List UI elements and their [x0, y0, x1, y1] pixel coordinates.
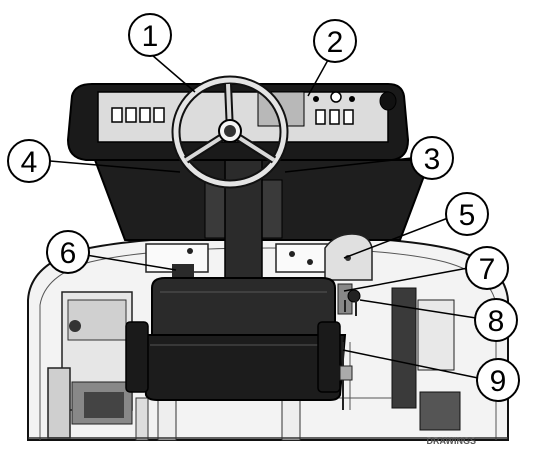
callout-3: 3 [410, 136, 454, 180]
callout-9-label: 9 [490, 365, 507, 398]
callout-8-label: 8 [488, 305, 505, 338]
callouts: 1 2 3 4 5 6 7 8 [7, 13, 520, 402]
leader-line-2 [307, 59, 329, 97]
callout-4-label: 4 [21, 146, 38, 179]
dashboard [66, 83, 410, 161]
callout-8: 8 [474, 298, 518, 342]
callout-7-label: 7 [479, 253, 496, 286]
callout-5: 5 [445, 192, 489, 236]
callout-1: 1 [128, 13, 172, 57]
leader-line-7 [343, 267, 469, 292]
callout-3-label: 3 [424, 143, 441, 176]
leader-line-6 [85, 254, 177, 271]
leader-lines [49, 54, 479, 379]
leader-line-5 [343, 217, 449, 259]
right-control-bank [313, 91, 397, 125]
leader-line-3 [284, 157, 413, 173]
side-brackets [145, 243, 331, 278]
callout-9: 9 [476, 358, 520, 402]
callout-6-label: 6 [60, 237, 77, 270]
right-levers [337, 283, 361, 410]
operator-seat [125, 277, 347, 401]
callout-6: 6 [46, 230, 90, 274]
steering-pedestal [93, 159, 432, 281]
leader-line-4 [49, 160, 181, 173]
callout-1-label: 1 [142, 20, 159, 53]
callout-7: 7 [465, 246, 509, 290]
callout-4: 4 [7, 139, 51, 183]
callout-2: 2 [313, 19, 357, 63]
steering-wheel [171, 75, 289, 189]
leader-line-9 [342, 349, 479, 379]
callout-5-label: 5 [459, 199, 476, 232]
leader-line-8 [359, 299, 477, 319]
watermark-text: DRAWINGS [427, 436, 477, 446]
left-switch-bank [111, 107, 165, 123]
callout-2-label: 2 [327, 26, 344, 59]
leader-line-1 [151, 54, 196, 93]
